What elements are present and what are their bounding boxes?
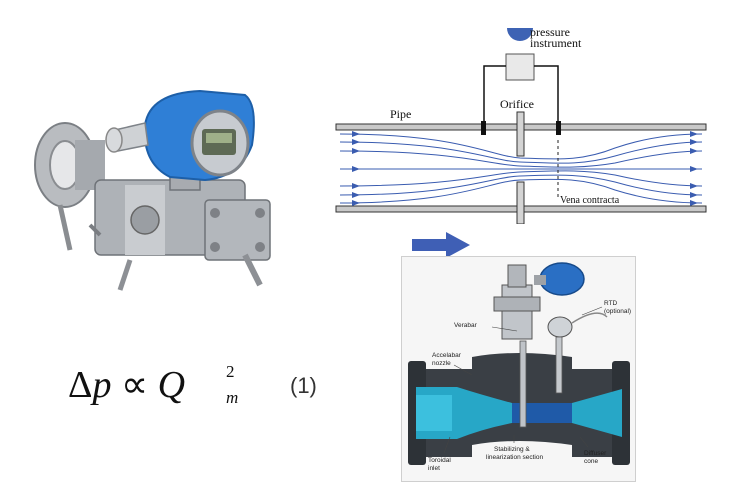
formula-subscript: m xyxy=(226,388,239,407)
flow-arrowheads xyxy=(352,131,698,206)
verabar-label: Verabar xyxy=(454,322,478,329)
accelabar-label: Accelabar xyxy=(432,352,462,359)
flow-meter-illustration: Verabar RTD (optional) Accelabar nozzle … xyxy=(408,262,631,472)
transmitter-head xyxy=(105,89,255,191)
upstream-tap xyxy=(481,121,486,135)
flow-formula: Δp ∝ Q 2 m xyxy=(68,362,298,422)
pressure-gauge-icon xyxy=(507,28,533,41)
manifold-block xyxy=(88,179,271,291)
flow-meter-cutaway-photo: Verabar RTD (optional) Accelabar nozzle … xyxy=(401,256,636,482)
orifice-plate-top xyxy=(516,111,525,157)
rtd-optional-label: (optional) xyxy=(604,308,631,315)
orifice-plate-bottom xyxy=(516,181,525,224)
accelabar-nozzle-label: nozzle xyxy=(432,360,451,367)
equation-number: (1) xyxy=(290,373,317,398)
pressure-label-line1: pressure xyxy=(530,28,570,39)
toroidal-label: Toroidal xyxy=(428,457,451,464)
toroidal-inlet-label: inlet xyxy=(428,465,440,472)
pipe-label: Pipe xyxy=(390,107,411,121)
formula-exponent: 2 xyxy=(226,362,235,381)
verabar-probe xyxy=(519,340,527,428)
rtd-sensor xyxy=(547,316,573,338)
stabilizing-label: Stabilizing & xyxy=(494,446,530,453)
rtd-label: RTD xyxy=(604,300,618,307)
orifice-label: Orifice xyxy=(500,97,534,111)
downstream-tap xyxy=(556,121,561,135)
pressure-label-line2: instrument xyxy=(530,36,582,50)
pressure-instrument-body xyxy=(505,53,535,81)
formula-q: Q xyxy=(157,364,186,406)
formula-p: p xyxy=(92,364,112,406)
diffuser-cone-label: cone xyxy=(584,458,598,465)
orifice-flow-diagram: pressure instrument Orifice Pipe Vena co… xyxy=(335,28,707,224)
orifice-ring xyxy=(34,122,105,251)
formula-delta: Δ xyxy=(68,364,93,406)
transmitter-housing xyxy=(539,262,585,296)
impulse-line-upstream xyxy=(483,65,506,121)
right-arrow-icon xyxy=(412,232,470,258)
diffuser-label: Diffuser xyxy=(584,450,607,457)
vena-contracta-label: Vena contracta xyxy=(560,195,620,206)
impulse-line-downstream xyxy=(534,65,559,121)
dp-transmitter-photo xyxy=(34,89,271,291)
formula-proportional: ∝ xyxy=(120,364,149,406)
manifold xyxy=(501,284,533,340)
streamlines xyxy=(339,133,703,204)
linearization-label: linearization section xyxy=(486,454,543,461)
